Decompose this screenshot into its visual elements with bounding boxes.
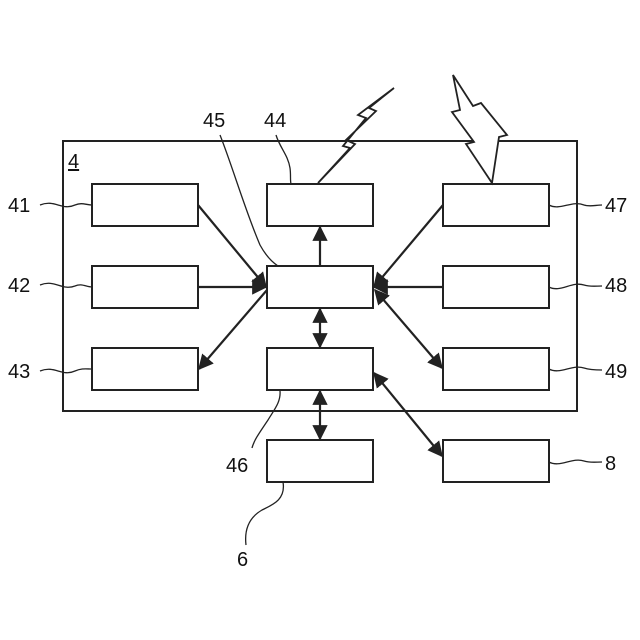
- ref-45: 45: [203, 110, 225, 132]
- arrow-45-to-43: [199, 290, 267, 369]
- ref-6: 6: [237, 549, 248, 571]
- block-42: [92, 266, 198, 308]
- block-45: [267, 266, 373, 308]
- leader-44: [276, 135, 291, 184]
- arrow-45-49: [375, 290, 442, 368]
- block-8: [443, 440, 549, 482]
- leader-49: [549, 367, 602, 371]
- leader-8: [549, 460, 602, 464]
- ref-44: 44: [264, 110, 286, 132]
- ref-47: 47: [605, 195, 627, 217]
- ref-49: 49: [605, 361, 627, 383]
- arrow-41-to-45: [198, 205, 266, 287]
- block-6: [267, 440, 373, 482]
- ref-41: 41: [8, 195, 30, 217]
- leader-42: [40, 283, 92, 287]
- block-49: [443, 348, 549, 390]
- device-label: 4: [68, 151, 79, 173]
- lightning-44-icon: [318, 88, 394, 183]
- leader-41: [40, 203, 92, 206]
- ref-46: 46: [226, 455, 248, 477]
- ref-48: 48: [605, 275, 627, 297]
- ref-42: 42: [8, 275, 30, 297]
- block-47: [443, 184, 549, 226]
- block-48: [443, 266, 549, 308]
- block-44: [267, 184, 373, 226]
- arrow-47-to-45: [374, 205, 443, 287]
- block-43: [92, 348, 198, 390]
- arrow-46-8: [374, 373, 442, 456]
- leader-6: [246, 482, 284, 545]
- block-46: [267, 348, 373, 390]
- ref-43: 43: [8, 361, 30, 383]
- block-41: [92, 184, 198, 226]
- leader-47: [549, 204, 602, 207]
- leader-43: [40, 369, 92, 373]
- leader-48: [549, 284, 602, 289]
- ref-8: 8: [605, 453, 616, 475]
- lightning-47-icon: [452, 75, 507, 183]
